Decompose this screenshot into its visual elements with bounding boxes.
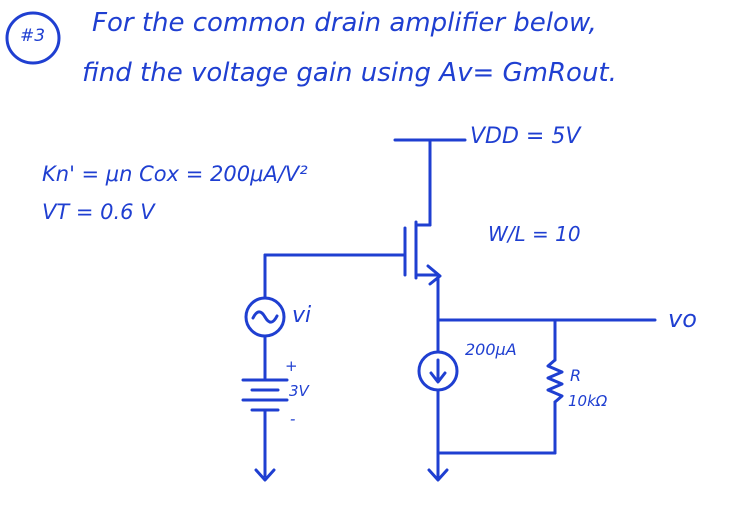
resistor-zigzag-icon — [546, 358, 564, 404]
output-label: vo — [668, 305, 697, 333]
vt-parameter: VT = 0.6 V — [42, 200, 155, 224]
current-source-label: 200μA — [465, 340, 517, 359]
problem-number-circle — [5, 11, 61, 65]
vi-label: vi — [292, 303, 312, 328]
kn-parameter: Kn' = μn Cox = 200μA/V² — [42, 162, 308, 186]
ac-tilde-icon — [251, 310, 279, 324]
current-arrow-head-icon — [429, 371, 447, 384]
source-arrow-icon — [426, 264, 442, 286]
wl-label: W/L = 10 — [488, 222, 581, 246]
resistor-value-label: 10kΩ — [568, 392, 608, 410]
dc-value-label: 3V — [289, 382, 309, 400]
dc-minus-label: - — [290, 410, 296, 428]
ground-arrow-left-icon — [254, 468, 276, 482]
problem-text-line-1: For the common drain amplifier below, — [92, 8, 597, 38]
resistor-name-label: R — [570, 366, 582, 385]
problem-number: #3 — [20, 26, 46, 46]
vdd-label: VDD = 5V — [470, 124, 581, 149]
problem-text-line-2: find the voltage gain using Av= GmRout. — [82, 58, 617, 88]
dc-plus-label: + — [285, 357, 298, 375]
ground-arrow-right-icon — [427, 468, 449, 482]
